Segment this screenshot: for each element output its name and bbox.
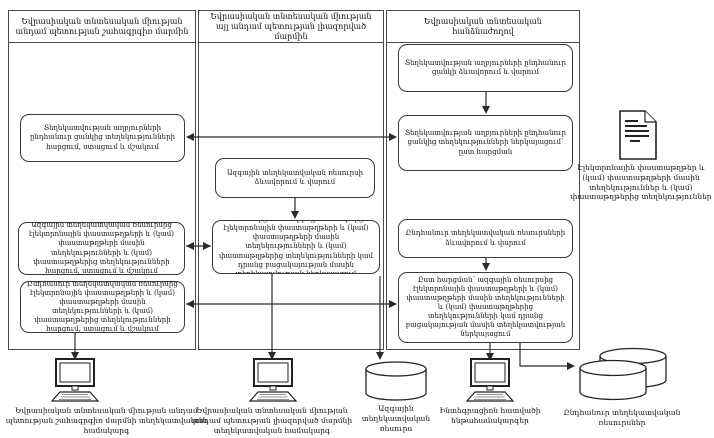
swimlane-title: Եվրասիական տնտեսական միության անդամ պետո… [9,11,195,43]
activity-provide-on-request: Ըստ հարցման՝ ազգային ռեսուրսից էլեկտրոնա… [398,272,573,343]
system2-label: Եվրասիական տնտեսական միության անդամ պետո… [191,406,353,435]
activity-request-from-common-resource: Ընդհանուր տեղեկատվական ռեսուրսից էլեկտրո… [20,281,185,333]
integration-subsystems-label: Ինտեգրացիոն հատվածի ենթահամակարգեր [439,406,541,425]
national-resource-label: Ազգային տեղեկատվական ռեսուրս [361,404,431,433]
activity-maintain-common-resources: Ընդհանուր տեղեկատվական ռեսուրսների ձևավո… [398,219,573,258]
activity-request-from-national-resource: Ազգային տեղեկատվական ռեսուրսից էլեկտրոնա… [18,222,185,275]
swimlane-title: Եվրասիական տնտեսական միության այլ անդամ … [199,11,383,43]
activity-maintain-national-resource: Ազգային տեղեկատվական ռեսուրսի ձևավորում … [215,158,375,198]
document-icon [615,110,659,164]
activity-request-from-common-list: Տեղեկատվության աղբյուրների ընդհանուր ցան… [20,114,185,162]
computer-icon-authorized-body [245,358,301,408]
computer-icon-integration-segment [462,358,518,408]
database-icon-common-resources-front [578,358,648,406]
common-resources-label: Ընդհանուր տեղեկատվական ռեսուրսներ [563,408,681,427]
swimlane-title: Եվրասիական տնտեսական հանձնաժողով [387,11,579,43]
computer-icon-interested-body [47,358,103,408]
activity-maintain-common-list: Տեղեկատվության աղբյուրների ընդհանուր ցան… [398,44,573,92]
database-icon-national-resource [364,360,428,406]
activity-provide-from-national-resource: Ըստ հարցման՝ ազգային ռեսուրսից էլեկտրոնա… [212,220,380,274]
activity-provide-from-common-list: Տեղեկատվության աղբյուրների ընդհանուր ցան… [398,115,573,171]
system1-label: Եվրասիական տնտեսական միության անդամ պետո… [5,406,208,435]
document-label: Էլեկտրոնային փաստաթղթեր և (կամ) փաստաթղթ… [570,163,712,202]
